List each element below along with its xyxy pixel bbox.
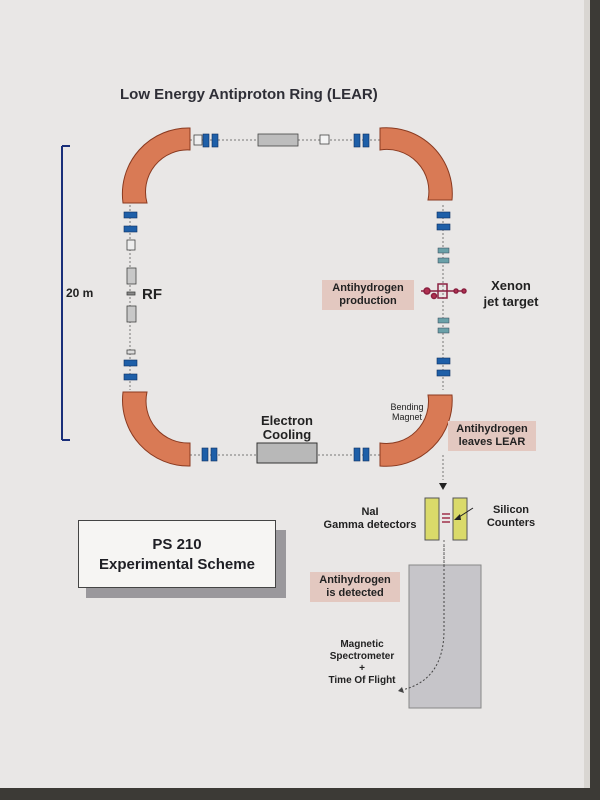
leaves-lear-tag: Antihydrogen leaves LEAR [448, 421, 536, 451]
nai-detectors [424, 497, 468, 541]
dipole-top-right [379, 127, 453, 201]
poster-background [0, 0, 590, 788]
antihydrogen-production-tag: Antihydrogen production [322, 280, 414, 310]
silicon-line1: Silicon [492, 504, 530, 516]
bending-magnet-line1: Bending [390, 402, 424, 412]
scheme-line2: Experimental Scheme [99, 556, 255, 573]
bending-magnet-label: Bending Magnet [384, 402, 430, 422]
dipole-bottom-right [379, 394, 453, 467]
leaves-lear-line1: Antihydrogen [456, 423, 528, 435]
nai-label: NaI Gamma detectors [320, 506, 420, 532]
xenon-jet-label: Xenon jet target [476, 278, 546, 310]
silicon-label: Silicon Counters [474, 504, 548, 530]
spectrometer-line4: Time Of Flight [328, 675, 396, 686]
antihydrogen-production-line2: production [339, 295, 397, 307]
nai-line2: Gamma detectors [323, 519, 417, 531]
electron-cooler [256, 442, 318, 464]
jet-target [421, 283, 467, 300]
silicon-pointer-head [454, 514, 461, 520]
antihydrogen-production-line1: Antihydrogen [332, 282, 404, 294]
leaves-lear-line2: leaves LEAR [458, 436, 526, 448]
detected-line1: Antihydrogen [319, 574, 391, 586]
spectrometer-line2: Spectrometer [329, 651, 395, 662]
dipole-top-left [121, 127, 191, 204]
scheme-box: PS 210 Experimental Scheme [78, 520, 276, 588]
electron-cooling-label: Electron Cooling [252, 414, 322, 442]
dipole-magnets [121, 127, 453, 467]
detected-line2: is detected [326, 587, 384, 599]
rf-cavity-upper [126, 267, 137, 285]
sextupoles [437, 247, 450, 334]
spectrometer-line1: Magnetic [340, 639, 384, 650]
bending-magnet-line2: Magnet [391, 412, 423, 422]
scale-label: 20 m [66, 286, 94, 300]
kicker-top [257, 133, 299, 147]
electron-cooling-line2: Cooling [262, 427, 312, 442]
rf-label: RF [142, 286, 162, 303]
detected-tag: Antihydrogen is detected [310, 572, 400, 602]
quadrupoles [123, 133, 451, 462]
spectrometer-line3: + [359, 663, 365, 674]
diagram-title: Low Energy Antiproton Ring (LEAR) [120, 86, 378, 103]
dipole-bottom-left [122, 391, 191, 467]
silicon-line2: Counters [486, 517, 536, 529]
rf-cavity-lower [126, 305, 137, 323]
spectrometer [408, 564, 482, 709]
beam-elements [126, 133, 330, 355]
beam-arrow [439, 483, 447, 490]
silicon-counters [442, 513, 450, 523]
scheme-line1: PS 210 [152, 536, 202, 553]
spectrometer-label: Magnetic Spectrometer + Time Of Flight [312, 639, 412, 687]
nai-line1: NaI [361, 506, 379, 518]
xenon-label-line1: Xenon [491, 278, 531, 293]
scale-bar [61, 145, 70, 441]
track-arrow [398, 687, 404, 693]
electron-cooling-line1: Electron [260, 413, 313, 428]
xenon-label-line2: jet target [483, 294, 539, 309]
